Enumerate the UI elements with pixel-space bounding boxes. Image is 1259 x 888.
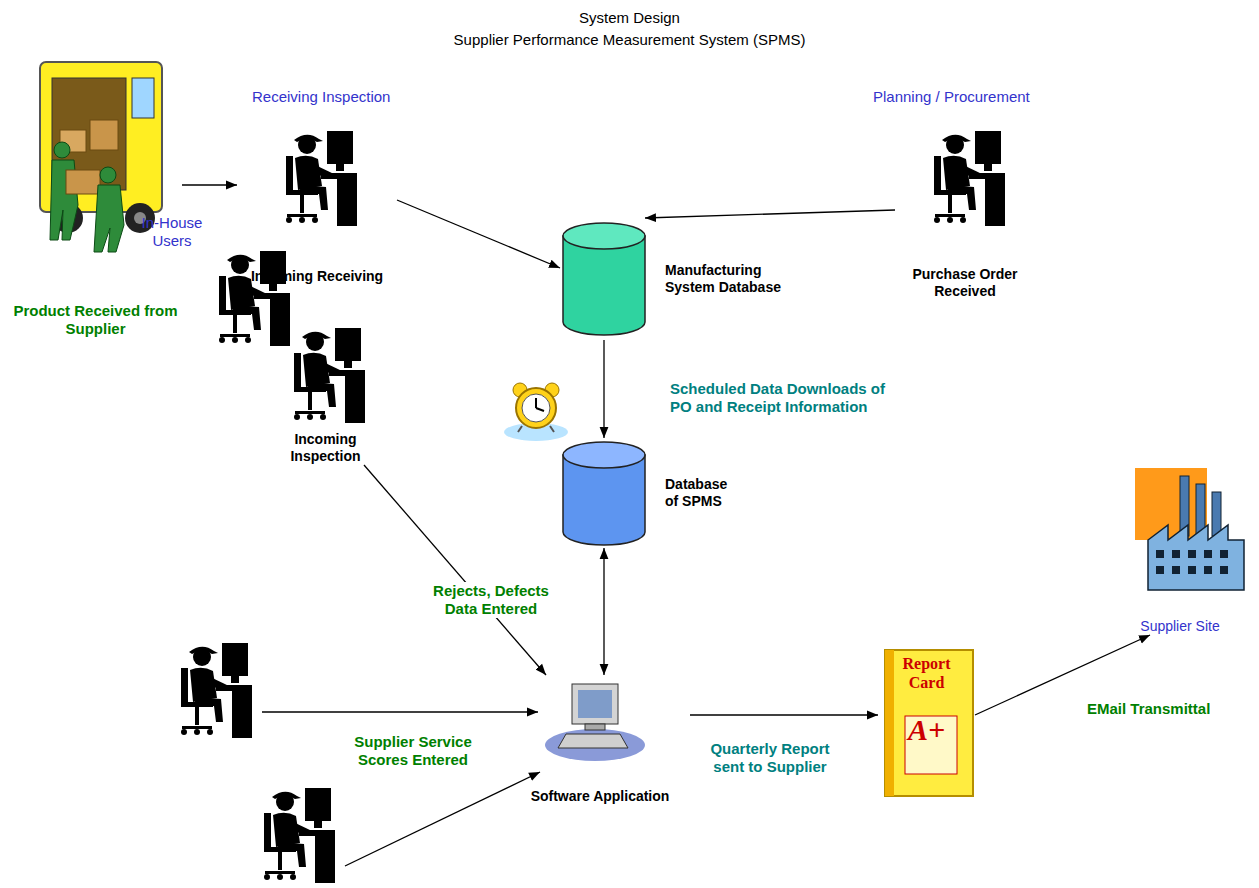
node-label: Report Card [887,654,967,692]
database-node: Database of SPMS [560,438,751,548]
computer-icon [545,684,645,761]
person-icons [181,131,1005,883]
person-node: Incoming Receiving [237,125,397,285]
report-card-book [885,650,973,796]
connector-arrow [645,210,895,218]
connector-arrow [603,340,604,438]
text-label: In-House Users [130,214,214,250]
text-label: Planning / Procurement [873,88,1030,106]
node-label: Manufacturing System Database [665,262,795,296]
connector-arrow [364,465,546,675]
node-label: Purchase Order Received [900,266,1030,300]
node-label: Incoming Inspection [278,431,373,465]
text-label: Supplier Performance Measurement System … [0,31,1259,49]
edge-label: Rejects, Defects Data Entered [418,582,564,618]
person-node: Purchase Order Received [895,125,1035,300]
node-label: Software Application [531,788,670,805]
connector-arrow [603,548,604,675]
node-label: Incoming Receiving [251,268,383,285]
supplier-site-node: Supplier Site [1110,455,1250,635]
user-arrow [262,711,538,712]
factory-icon [1135,468,1244,590]
text-label: Supplier Service Scores Entered [338,733,488,769]
node-label: Product Received from Supplier [13,302,178,338]
database-cylinder [563,223,645,335]
person-node: Incoming Inspection [274,325,377,465]
connector-arrow [397,200,560,268]
node-label: A+ [908,712,945,748]
truck-node: Product Received from Supplier [9,48,182,338]
edge-label: Scheduled Data Downloads of PO and Recei… [668,380,894,416]
clock-icon [504,383,568,441]
title: System Design [0,9,1259,27]
text-label: Receiving Inspection [252,88,390,106]
edge-label: EMail Transmittal [1085,700,1212,718]
connector-arrow [182,184,237,185]
node-label: Database of SPMS [665,476,743,510]
node-label: Supplier Site [1140,618,1219,635]
report-card-node: Report CardA+ [878,648,975,798]
database-node: Manufacturing System Database [560,218,803,340]
connector-arrow [690,714,878,715]
software-node: Software Application [510,675,690,805]
database-cylinder [563,442,645,545]
user-arrow [345,772,540,866]
edge-label: Quarterly Report sent to Supplier [696,740,844,776]
